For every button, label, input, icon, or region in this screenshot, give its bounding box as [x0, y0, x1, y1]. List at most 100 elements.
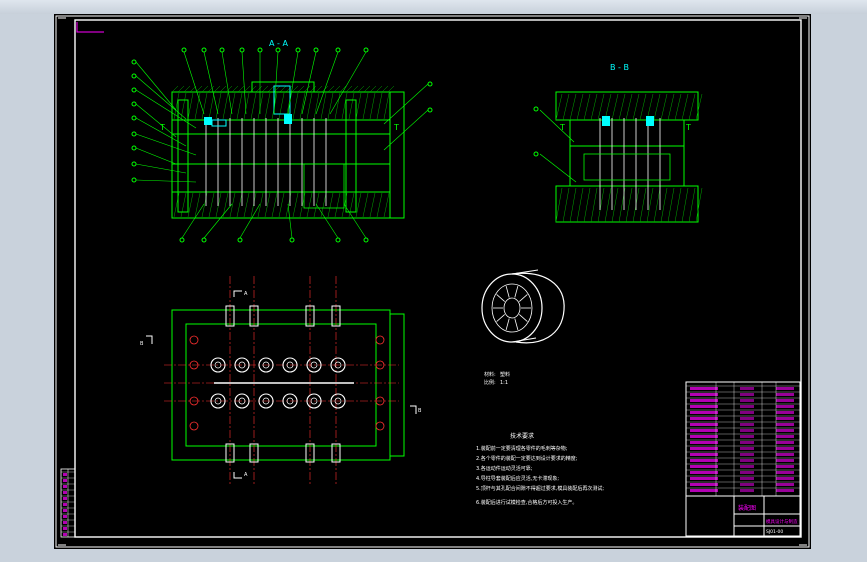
leader-line	[135, 133, 197, 156]
part-hub	[503, 297, 521, 319]
bb-leader	[539, 109, 575, 143]
leader-line	[203, 203, 233, 239]
hatch-line	[215, 92, 222, 120]
leader-line	[183, 51, 205, 115]
part-rib	[514, 318, 519, 330]
section-bb-title: B - B	[610, 63, 629, 72]
part-rib	[514, 286, 519, 298]
cavity-outer	[234, 357, 250, 373]
hatch-line	[632, 93, 640, 121]
cavity-inner	[310, 397, 318, 405]
title-block: 装配图 模具设计与制造 SJ01-00	[685, 381, 801, 537]
balloon	[239, 47, 245, 53]
hatch-line	[299, 92, 306, 120]
hatch-line	[639, 93, 647, 121]
balloon	[131, 87, 137, 93]
balloon	[237, 237, 243, 243]
hatch-line	[222, 192, 229, 218]
section-hatching	[171, 85, 395, 218]
leader-line	[273, 51, 279, 115]
parts-list-cell	[690, 441, 718, 444]
hatch-line	[362, 92, 369, 120]
cavity-outer	[258, 393, 274, 409]
parts-list-cell	[740, 411, 754, 414]
parts-list-cell	[690, 405, 718, 408]
cavity-inner	[310, 361, 318, 369]
hatch-line	[381, 85, 389, 93]
hatch-line	[306, 92, 313, 120]
part-inner-ring	[491, 283, 533, 333]
parts-list-cell	[690, 393, 718, 396]
hatch-line	[292, 192, 299, 218]
hatch-line	[285, 85, 293, 93]
plan-pillars	[225, 305, 341, 463]
hatch-line	[334, 92, 341, 120]
hatch-line	[292, 92, 299, 120]
leader-line	[287, 203, 293, 239]
hatch-line	[569, 93, 577, 121]
hatch-line	[604, 187, 612, 223]
cavity-outer	[306, 357, 322, 373]
revision-strip-rows	[61, 471, 75, 536]
hatch-line	[213, 85, 221, 93]
hatch-line	[674, 187, 682, 223]
leader-line	[329, 51, 367, 115]
hatch-line	[327, 85, 335, 93]
hatch-line	[618, 93, 626, 121]
bb-leader	[539, 153, 577, 183]
leader-line	[135, 103, 177, 138]
parts-list-cell	[740, 459, 754, 462]
revision-cell	[63, 515, 67, 518]
hatch-line	[309, 85, 317, 93]
sheet-inner-frame	[74, 19, 802, 538]
balloon	[201, 237, 207, 243]
balloon	[257, 47, 263, 53]
technical-requirements: 技术要求 1.装配前一定要清理各零件的毛刺等杂物; 2.各个零件的装配一定要达到…	[476, 432, 604, 506]
hatch-line	[369, 92, 376, 120]
parts-list-cell	[740, 429, 754, 432]
balloon	[131, 131, 137, 137]
bolt-hole	[189, 396, 199, 406]
parts-list-cell	[690, 471, 718, 474]
balloon	[219, 47, 225, 53]
hatch-line	[348, 92, 355, 120]
cavity-outer	[306, 393, 322, 409]
cavity-inner	[238, 361, 246, 369]
hatch-line	[267, 85, 275, 93]
balloon	[131, 161, 137, 167]
hatch-line	[583, 93, 591, 121]
hatch-line	[681, 187, 689, 223]
parts-list-cell	[776, 459, 794, 462]
revision-tag	[76, 22, 104, 33]
leader-line	[135, 75, 187, 120]
part-leaders	[131, 47, 433, 243]
guide-pillar-right	[345, 99, 357, 213]
bb-hatching	[555, 93, 703, 223]
drawing-name: 装配图	[738, 504, 756, 512]
hatch-line	[376, 192, 383, 218]
leader-line	[239, 203, 261, 239]
cavity-inner	[286, 361, 294, 369]
balloon	[335, 47, 341, 53]
hatch-line	[243, 92, 250, 120]
bb-mark-t-left: T	[559, 123, 565, 132]
support-plate	[171, 163, 391, 193]
cavity-outer	[330, 393, 346, 409]
hatch-line	[243, 85, 251, 93]
hatch-line	[351, 85, 359, 93]
leader-line	[135, 163, 187, 174]
hatch-line	[249, 85, 257, 93]
gate-mark	[211, 119, 227, 127]
hatch-line	[355, 92, 362, 120]
moving-clamp-plate	[171, 191, 391, 219]
drawing-number: SJ01-00	[766, 529, 783, 535]
parts-list-cell	[776, 477, 794, 480]
hatch-line	[688, 93, 696, 121]
hatch-line	[229, 192, 236, 218]
tech-note-3: 3.各运动件运动灵活可靠;	[476, 465, 533, 472]
hatch-line	[236, 92, 243, 120]
drawing-viewport[interactable]: A - A	[54, 14, 811, 549]
hatch-line	[583, 187, 591, 223]
tech-note-2: 2.各个零件的装配一定要达到设计要求的精度;	[476, 455, 578, 462]
